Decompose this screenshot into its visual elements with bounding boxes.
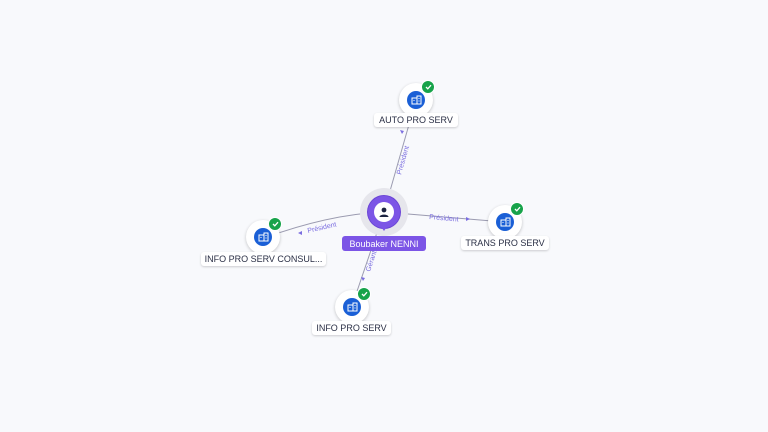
edge-label-trans: Président [429,214,459,224]
edge-label-info: Gérant [365,250,378,273]
company-label-auto-pro-serv[interactable]: AUTO PRO SERV [374,113,458,127]
edge-arrow-consult [298,231,302,235]
building-icon [343,298,361,316]
person-node[interactable] [368,196,400,231]
company-node-info-pro-serv-consul[interactable] [246,217,282,254]
building-icon [254,228,272,246]
edge-arrow-auto [400,130,404,134]
verified-check-icon [357,287,371,301]
company-label-info-pro-serv-consul[interactable]: INFO PRO SERV CONSUL... [201,252,326,266]
person-name-label[interactable]: Boubaker NENNI [342,236,426,251]
edge-arrow-info [361,277,365,281]
company-node-trans-pro-serv[interactable] [488,202,524,239]
verified-check-icon [510,202,524,216]
company-node-auto-pro-serv[interactable] [399,80,435,117]
edge-arrow-trans [466,217,470,221]
person-icon [374,202,394,222]
company-label-trans-pro-serv[interactable]: TRANS PRO SERV [461,236,549,250]
building-icon [496,213,514,231]
company-node-info-pro-serv[interactable] [335,287,371,324]
building-icon [407,91,425,109]
verified-check-icon [268,217,282,231]
verified-check-icon [421,80,435,94]
company-label-info-pro-serv[interactable]: INFO PRO SERV [312,321,391,335]
